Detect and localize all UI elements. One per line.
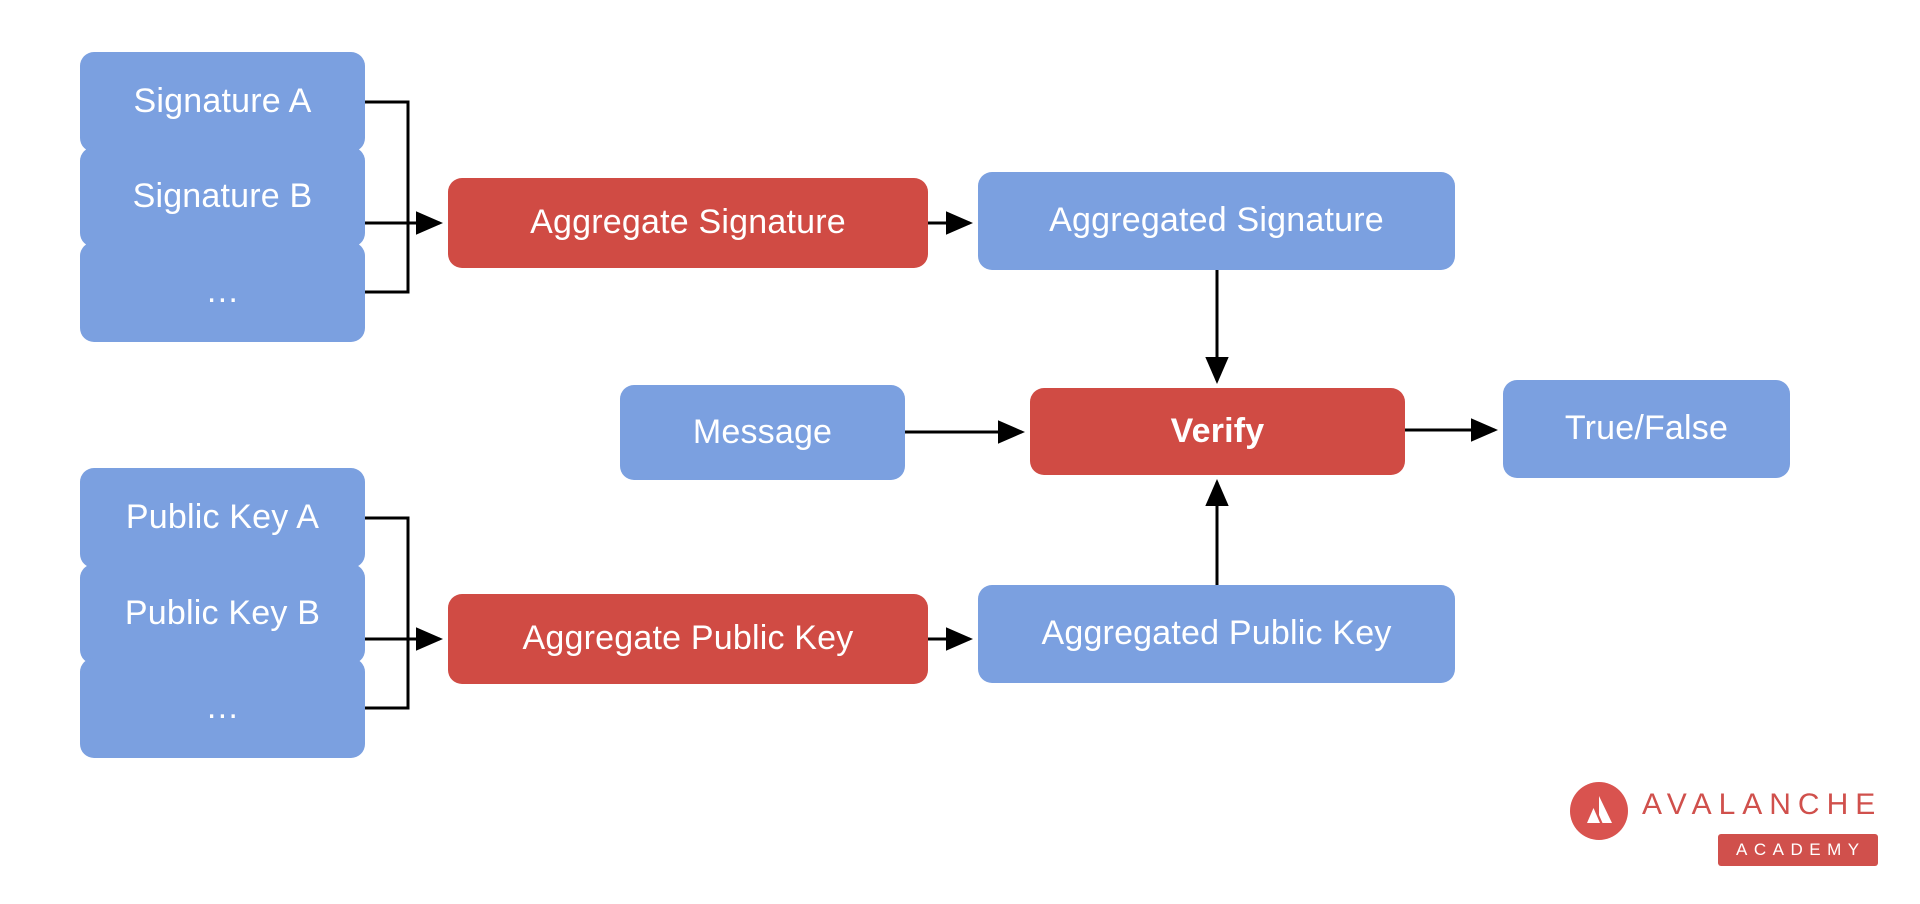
edge-signature-more-to-aggregate (365, 223, 410, 294)
edge-public-key-a-to-aggregate (365, 516, 410, 639)
academy-badge: ACADEMY (1718, 834, 1878, 866)
node-aggregated-public-key[interactable]: Aggregated Public Key (978, 585, 1455, 683)
node-aggregate-signature[interactable]: Aggregate Signature (448, 178, 928, 268)
edge-signature-a-to-aggregate (365, 100, 410, 223)
edge-public-key-more-to-aggregate (365, 639, 410, 710)
avalanche-academy-logo: AVALANCHE ACADEMY (1570, 782, 1882, 872)
node-signature-more[interactable]: … (80, 242, 365, 342)
node-aggregate-public-key[interactable]: Aggregate Public Key (448, 594, 928, 684)
node-signature-b[interactable]: Signature B (80, 147, 365, 247)
node-true-false[interactable]: True/False (1503, 380, 1790, 478)
node-public-key-more[interactable]: … (80, 658, 365, 758)
node-public-key-a[interactable]: Public Key A (80, 468, 365, 568)
avalanche-mark-icon (1570, 782, 1628, 840)
node-message[interactable]: Message (620, 385, 905, 480)
node-aggregated-signature[interactable]: Aggregated Signature (978, 172, 1455, 270)
node-verify[interactable]: Verify (1030, 388, 1405, 475)
avalanche-wordmark: AVALANCHE (1642, 788, 1883, 821)
node-public-key-b[interactable]: Public Key B (80, 564, 365, 664)
node-signature-a[interactable]: Signature A (80, 52, 365, 152)
